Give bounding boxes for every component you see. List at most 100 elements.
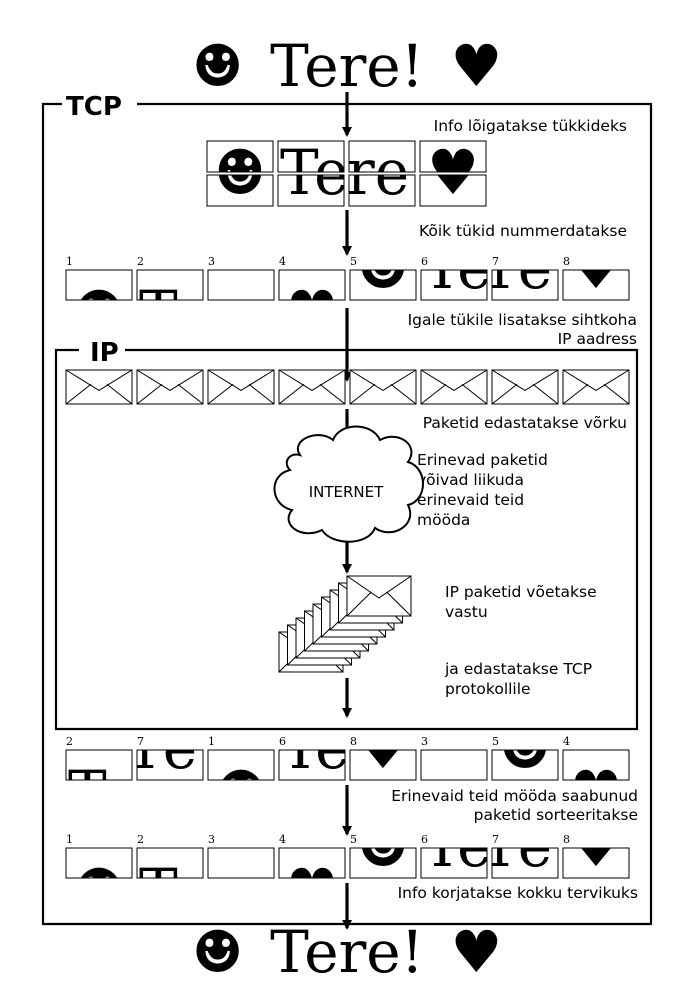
- message-fragment: Te: [139, 278, 208, 346]
- smiley-icon: ☻: [357, 812, 409, 880]
- piece-number: 7: [492, 833, 499, 846]
- piece-number: 8: [350, 735, 357, 748]
- packet-piece: 7re!: [491, 833, 559, 879]
- smiley-icon: ☻: [357, 234, 409, 302]
- step-receive-1: IP paketid võetakse: [445, 583, 597, 601]
- tcp-label: TCP: [66, 92, 122, 122]
- step-sort-1: Erinevaid teid mööda saabunud: [391, 787, 638, 805]
- message-fragment: Te: [423, 234, 492, 302]
- piece-number: 3: [208, 833, 215, 846]
- piece-number: 5: [350, 833, 357, 846]
- message-fragment: Te: [280, 137, 349, 205]
- step-sort-2: paketid sorteeritakse: [474, 806, 638, 824]
- step-split: Info lõigatakse tükkideks: [434, 117, 627, 135]
- step-routes-1: Erinevad paketid: [417, 451, 548, 469]
- piece-number: 7: [137, 735, 144, 748]
- message-fragment: Te: [280, 140, 349, 208]
- heart-icon: ♥: [570, 812, 622, 880]
- piece-number: 4: [279, 833, 286, 846]
- heart-icon: ♥: [450, 918, 502, 982]
- smiley-icon: ☻: [499, 714, 551, 782]
- packet-piece: 7re!: [491, 255, 559, 301]
- split-piece: ☻: [206, 140, 274, 208]
- message-fragment: re!: [347, 140, 432, 208]
- packet-piece: 8♥: [562, 812, 630, 880]
- piece-number: 1: [66, 255, 73, 268]
- step-routes-2: võivad liikuda: [417, 471, 524, 489]
- split-piece: re!: [347, 137, 432, 205]
- smiley-icon: ☻: [192, 32, 244, 100]
- smiley-icon: ☻: [215, 758, 267, 826]
- smiley-icon: ☻: [73, 278, 125, 346]
- envelope-stack: [278, 575, 412, 673]
- packet-piece: 5☻: [349, 234, 417, 302]
- packet-piece: 5☻: [491, 714, 559, 782]
- message-fragment: re!: [135, 714, 220, 782]
- split-piece: ♥: [419, 140, 487, 208]
- ip-frame: [54, 348, 639, 731]
- step-receive-2: vastu: [445, 603, 488, 621]
- message-fragment: re!: [206, 278, 291, 346]
- packet-piece: 4♥: [278, 833, 346, 924]
- message-fragment: Te: [423, 812, 492, 880]
- heart-icon: ♥: [286, 856, 338, 924]
- message-fragment: Te: [281, 714, 350, 782]
- piece-number: 6: [421, 255, 428, 268]
- step-address-1: Igale tükile lisatakse sihtkoha: [408, 311, 637, 329]
- piece-number: 7: [492, 255, 499, 268]
- message-text: Tere!: [270, 32, 424, 100]
- piece-number: 3: [421, 735, 428, 748]
- heart-icon: ♥: [427, 137, 479, 205]
- packet-piece: 4♥: [278, 255, 346, 346]
- split-piece: Te: [277, 140, 349, 208]
- envelope-icon: [207, 369, 275, 405]
- message-fragment: Te: [68, 758, 137, 826]
- packet-piece: 1☻: [65, 255, 133, 346]
- packet-piece: 2Te: [136, 255, 208, 346]
- packet-piece: 5☻: [349, 812, 417, 880]
- envelope-icon: [136, 369, 204, 405]
- heart-icon: ♥: [427, 140, 479, 208]
- piece-number: 6: [279, 735, 286, 748]
- piece-number: 4: [279, 255, 286, 268]
- packet-piece: 1☻: [207, 735, 275, 826]
- message-fragment: re!: [347, 137, 432, 205]
- step-routes-4: mööda: [417, 511, 470, 529]
- message-text: Tere!: [270, 918, 424, 982]
- piece-number: 4: [563, 735, 570, 748]
- piece-number: 8: [563, 255, 570, 268]
- split-piece: re!: [347, 140, 432, 208]
- heart-icon: ♥: [357, 714, 409, 782]
- piece-number: 3: [208, 255, 215, 268]
- envelope-row: [65, 369, 630, 405]
- packet-piece: 6Te: [278, 714, 350, 782]
- step-forward-1: ja edastatakse TCP: [444, 660, 592, 678]
- piece-number: 5: [492, 735, 499, 748]
- step-labels: Info lõigatakse tükkideks Kõik tükid num…: [391, 117, 638, 902]
- packet-piece: 2Te: [136, 833, 204, 879]
- ip-label: IP: [90, 338, 119, 368]
- message-fragment: re!: [206, 856, 291, 924]
- envelope-icon: [562, 369, 630, 405]
- split-piece: ♥: [419, 137, 487, 205]
- step-send: Paketid edastatakse võrku: [423, 414, 627, 432]
- heart-icon: ♥: [286, 278, 338, 346]
- piece-number: 6: [421, 833, 428, 846]
- smiley-icon: ☻: [214, 140, 266, 208]
- split-piece: ☻: [206, 140, 274, 173]
- packet-piece: 6Te: [420, 812, 492, 880]
- packet-piece: 4♥: [562, 735, 630, 781]
- piece-number: 5: [350, 255, 357, 268]
- envelope-icon: [491, 369, 559, 405]
- envelope-icon: [349, 369, 417, 405]
- envelope-icon: [420, 369, 488, 405]
- packet-piece: 7re!: [135, 714, 220, 782]
- step-address-2: IP aadress: [558, 330, 637, 348]
- heart-icon: ♥: [450, 32, 502, 100]
- piece-number: 1: [66, 833, 73, 846]
- packet-piece: 6Te: [420, 234, 492, 302]
